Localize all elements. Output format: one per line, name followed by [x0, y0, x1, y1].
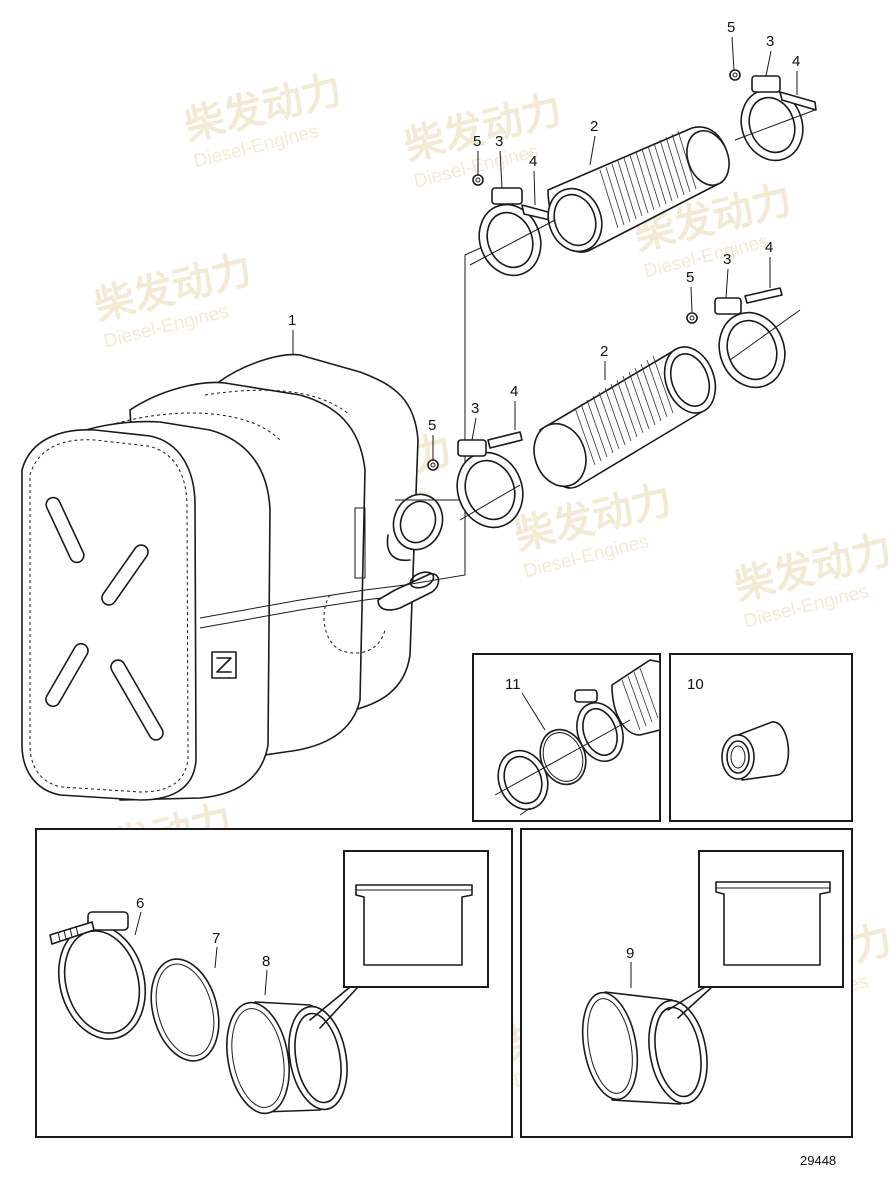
- callout-7: 7: [212, 930, 220, 947]
- callout-1: 1: [288, 312, 296, 329]
- detail-box-6-7-8: 6 7 8: [35, 828, 513, 1138]
- detail-box-9: 9: [520, 828, 853, 1138]
- callout-4-lower-right: 4: [765, 239, 773, 256]
- callout-8: 8: [262, 953, 270, 970]
- watermark-1: 柴发动力 Diesel-Engines: [180, 67, 346, 173]
- silencer-body: [21, 353, 444, 801]
- callout-3-upper-left: 3: [495, 133, 503, 150]
- upper-assembly: [472, 69, 817, 277]
- callout-4-upper-left: 4: [529, 153, 537, 170]
- callout-5-upper-left: 5: [473, 133, 481, 150]
- callout-4-upper-right: 4: [792, 53, 800, 70]
- callout-10: 10: [687, 676, 704, 693]
- watermark-3: 柴发动力 Diesel-Engines: [400, 87, 566, 193]
- lower-assembly: [427, 287, 786, 529]
- callout-2-upper: 2: [590, 118, 598, 135]
- callout-3-lower-left: 3: [471, 400, 479, 417]
- detail-box-11: 11: [472, 653, 661, 822]
- callout-11: 11: [505, 676, 521, 693]
- callout-4-lower-left: 4: [510, 383, 518, 400]
- watermark-2: 柴发动力 Diesel-Engines: [90, 247, 256, 353]
- callout-9: 9: [626, 945, 634, 962]
- watermark-6: 柴发动力 Diesel-Engines: [510, 477, 676, 583]
- callout-3-upper-right: 3: [766, 33, 774, 50]
- watermark-7: 柴发动力 Diesel-Engines: [730, 527, 890, 633]
- main-callouts: 1 2 2 3 3 3 3 4 4 4 4 5 5 5 5: [288, 19, 800, 460]
- callout-6: 6: [136, 895, 144, 912]
- callout-5-lower-left: 5: [428, 417, 436, 434]
- callout-5-lower-right: 5: [686, 269, 694, 286]
- diagram-number: 29448: [800, 1153, 836, 1168]
- callout-5-upper-right: 5: [727, 19, 735, 36]
- detail-box-10: 10: [669, 653, 853, 822]
- callout-2-lower: 2: [600, 343, 608, 360]
- callout-3-lower-right: 3: [723, 251, 731, 268]
